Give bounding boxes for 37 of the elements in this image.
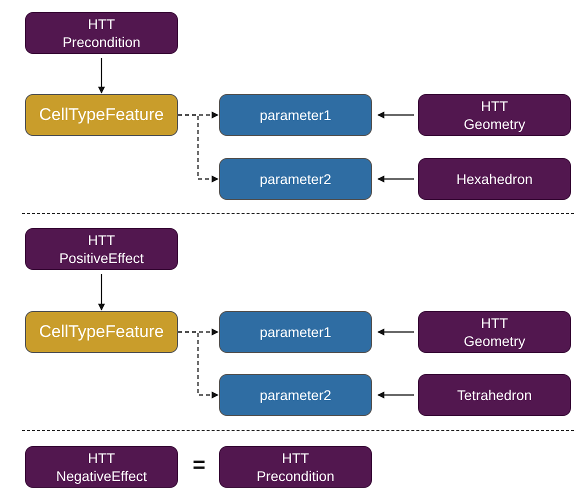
node-label: CellTypeFeature [39, 320, 164, 343]
node-label: parameter2 [260, 386, 332, 404]
node-label: HTT Precondition [256, 448, 334, 486]
concept-box [418, 158, 571, 200]
node-label: HTT NegativeEffect [56, 448, 147, 486]
parameter-box [219, 374, 372, 416]
equals-sign: = [192, 452, 206, 478]
node-label: HTT PositiveEffect [59, 230, 144, 268]
concept-box [25, 228, 178, 270]
node-label: CellTypeFeature [39, 104, 164, 126]
parameter-box [219, 158, 372, 200]
concept-box [418, 311, 571, 353]
node-label: HTT Geometry [464, 314, 526, 350]
arrow [377, 392, 414, 398]
node-label: Hexahedron [456, 170, 533, 188]
parameter-box [219, 311, 372, 353]
arrow [98, 58, 105, 94]
concept-box [25, 446, 178, 488]
dashed-arrow [178, 114, 219, 182]
concept-box [418, 374, 571, 416]
node-label: parameter2 [260, 170, 332, 188]
concept-box [25, 12, 178, 54]
node-label: parameter1 [260, 322, 332, 342]
parameter-box [219, 94, 372, 136]
node-label: Tetrahedron [457, 386, 532, 404]
arrow [377, 176, 414, 182]
node-label: HTT Precondition [62, 14, 140, 52]
dashed-arrow [178, 331, 219, 398]
concept-box [418, 94, 571, 136]
arrow [377, 112, 414, 118]
node-label: HTT Geometry [464, 96, 526, 134]
feature-box [25, 94, 178, 136]
arrow [377, 328, 414, 336]
node-label: parameter1 [260, 106, 332, 124]
concept-box [219, 446, 372, 488]
arrow [98, 274, 105, 311]
feature-box [25, 311, 178, 353]
